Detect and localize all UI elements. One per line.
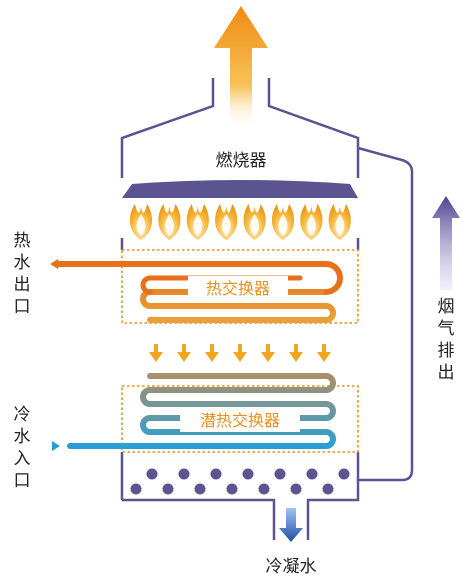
condensate-label: 冷凝水 [266, 557, 317, 577]
hot-water-outlet-label: 热 水 出 口 [14, 231, 31, 317]
droplet [258, 483, 270, 495]
droplet [322, 483, 334, 495]
svg-text:气: 气 [438, 319, 455, 339]
flame-icon [158, 204, 181, 240]
flue-exhaust-label: 烟 气 排 出 [438, 297, 455, 383]
burner-label: 燃烧器 [216, 151, 267, 171]
droplet [194, 483, 206, 495]
svg-text:排: 排 [438, 341, 455, 361]
flame-row [129, 204, 351, 240]
arrow-down-icon [233, 344, 247, 362]
droplet [274, 468, 286, 480]
flame-icon [300, 204, 323, 240]
flue-up-icon [432, 196, 460, 290]
svg-text:烟: 烟 [438, 297, 455, 317]
droplet [146, 468, 158, 480]
droplet [210, 468, 222, 480]
svg-text:热: 热 [14, 231, 31, 251]
condensate-down-icon [279, 508, 303, 542]
svg-text:入: 入 [14, 449, 31, 469]
droplet [242, 468, 254, 480]
arrow-down-icon [261, 344, 275, 362]
boiler-housing [120, 78, 414, 540]
svg-text:水: 水 [14, 427, 31, 447]
condensate-droplets [130, 468, 350, 495]
svg-text:冷: 冷 [14, 405, 31, 425]
droplet [338, 468, 350, 480]
flame-icon [129, 204, 153, 240]
heat-exchanger-inner-loop [140, 261, 343, 295]
flame-icon [215, 204, 238, 240]
arrow-down-icon [205, 344, 219, 362]
arrow-down-icon [149, 344, 163, 362]
droplet [290, 483, 302, 495]
heat-exchanger-label-bg [188, 276, 288, 300]
svg-text:出: 出 [14, 275, 31, 295]
droplet [178, 468, 190, 480]
svg-text:水: 水 [14, 253, 31, 273]
arrow-down-icon [289, 344, 303, 362]
cold-water-inlet-label: 冷 水 入 口 [14, 405, 31, 491]
flame-icon [243, 204, 266, 240]
heat-exchanger-label: 热交换器 [206, 279, 270, 298]
latent-heat-exchanger-coil [67, 373, 336, 449]
flame-icon [328, 204, 351, 240]
burner-plate [122, 180, 358, 198]
droplet [162, 483, 174, 495]
arrow-left-icon [50, 259, 58, 269]
arrow-down-icon [177, 344, 191, 362]
latent-heat-exchanger-label-bg [180, 408, 300, 432]
svg-text:出: 出 [438, 363, 455, 383]
latent-heat-exchanger-label: 潜热交换器 [200, 411, 280, 430]
heat-flow-arrows [149, 344, 331, 362]
droplet [306, 468, 318, 480]
arrow-down-icon [317, 344, 331, 362]
latent-heat-exchanger-box [121, 385, 359, 453]
droplet [226, 483, 238, 495]
flame-icon [271, 204, 295, 240]
flame-icon [186, 204, 209, 240]
svg-text:口: 口 [14, 297, 31, 317]
arrow-right-icon [52, 441, 60, 451]
droplet [130, 483, 142, 495]
exhaust-up-icon [214, 6, 268, 130]
svg-text:口: 口 [14, 471, 31, 491]
